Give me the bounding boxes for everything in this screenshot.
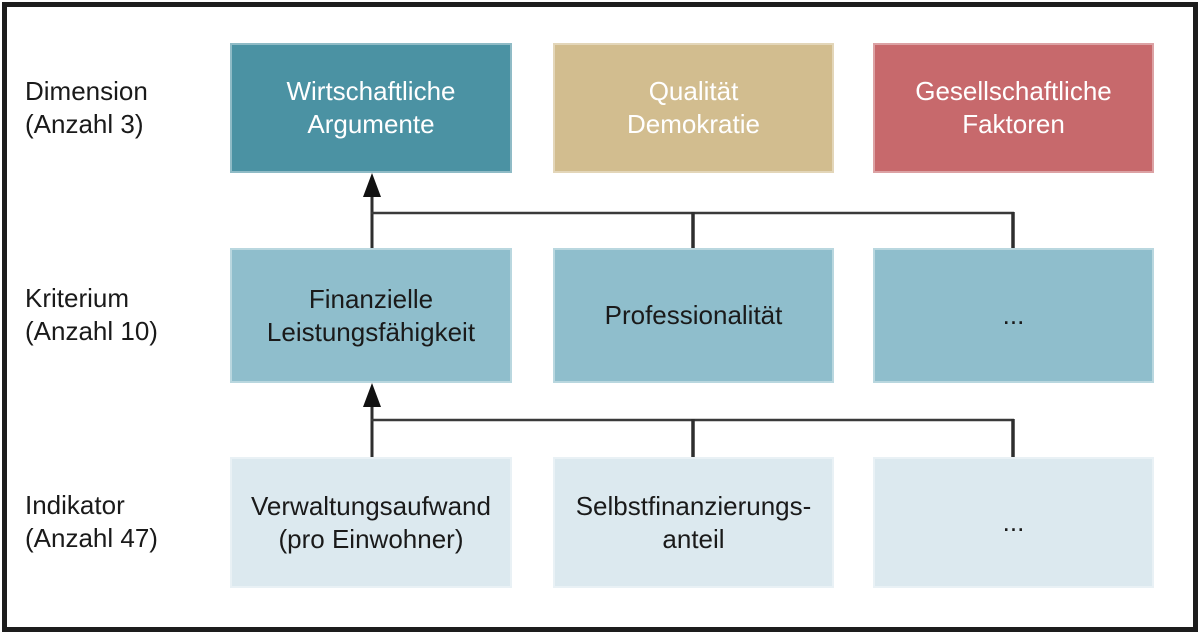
arrowhead-up-icon xyxy=(363,383,381,407)
box-verwaltungsaufwand: Verwaltungsaufwand (pro Einwohner) xyxy=(230,457,512,588)
box-finanzielle-leistungsfaehigkeit: Finanzielle Leistungsfähigkeit xyxy=(230,248,512,383)
box-kriterium-ellipsis: ... xyxy=(873,248,1154,383)
connector-kriterium-to-dimension xyxy=(363,173,1015,249)
box-qualitaet-demokratie: Qualität Demokratie xyxy=(553,43,834,173)
box-selbstfinanzierungsanteil: Selbstfinanzierungs- anteil xyxy=(553,457,834,588)
level-label-indikator: Indikator (Anzahl 47) xyxy=(25,490,158,553)
box-wirtschaftliche-argumente: Wirtschaftliche Argumente xyxy=(230,43,512,173)
box-indikator-ellipsis: ... xyxy=(873,457,1154,588)
level-label-dimension: Dimension (Anzahl 3) xyxy=(25,76,148,139)
box-gesellschaftliche-faktoren: Gesellschaftliche Faktoren xyxy=(873,43,1154,173)
arrowhead-up-icon xyxy=(363,173,381,197)
box-professionalitaet: Professionalität xyxy=(553,248,834,383)
level-label-kriterium: Kriterium (Anzahl 10) xyxy=(25,283,158,346)
connector-indikator-to-kriterium xyxy=(363,383,1015,458)
